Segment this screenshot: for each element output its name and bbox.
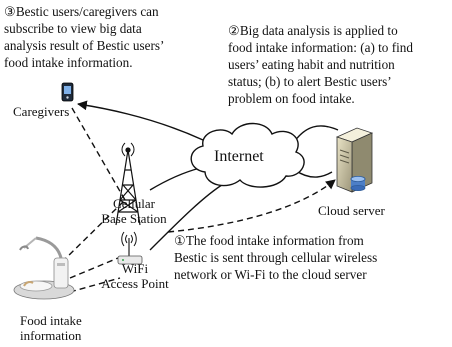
base-station-label-line: Base Station	[101, 211, 167, 226]
note-transmit-line: ①The food intake information from	[174, 233, 364, 248]
note-transmit-line: Bestic is sent through cellular wireless	[174, 250, 378, 265]
link-wifi-internet	[149, 182, 226, 251]
dashed-device-wifi	[69, 257, 119, 279]
wifi-label-line: WiFi	[121, 261, 149, 276]
note-analysis-line: ②Big data analysis is applied to	[228, 23, 398, 38]
note-subscribe: ③Bestic users/caregivers can subscribe t…	[4, 3, 164, 71]
dashed-device-tower	[61, 201, 124, 263]
wifi-label-line: Access Point	[101, 276, 169, 291]
dashed-wifi-server	[167, 179, 336, 233]
food-info-label-line: Food intake	[20, 313, 82, 328]
link-caregiver-cloud	[77, 100, 204, 141]
cloud-server-label: Cloud server	[318, 203, 385, 218]
note-analysis-line: food intake information: (a) to find	[228, 40, 413, 55]
food-info-label: Food intake information	[20, 313, 82, 343]
note-transmit-line: network or Wi-Fi to the cloud server	[174, 267, 367, 282]
dashed-wifi-device	[69, 277, 121, 293]
wifi-router-icon	[117, 231, 143, 265]
server-icon	[335, 127, 374, 193]
wifi-label: WiFi Access Point	[95, 261, 175, 291]
internet-label: Internet	[214, 148, 264, 165]
note-subscribe-line: ③Bestic users/caregivers can	[4, 4, 159, 19]
phone-icon	[61, 82, 74, 102]
note-subscribe-line: analysis result of Bestic users’	[4, 38, 165, 53]
note-analysis-line: users’ eating habit and nutrition	[228, 57, 395, 72]
note-subscribe-line: food intake information.	[4, 55, 133, 70]
cloud-icon	[190, 122, 305, 188]
note-analysis-line: problem on food intake.	[228, 91, 355, 106]
base-station-label: Cellular Base Station	[98, 196, 170, 226]
food-info-label-line: information	[20, 328, 82, 343]
note-analysis: ②Big data analysis is applied to food in…	[228, 22, 413, 107]
dashed-phone-tower	[71, 107, 126, 201]
note-analysis-line: status; (b) to alert Bestic users’	[228, 74, 392, 89]
cell-tower-icon	[115, 142, 141, 226]
link-tower-internet	[149, 167, 201, 191]
note-subscribe-line: subscribe to view big data	[4, 21, 142, 36]
base-station-label-line: Cellular	[113, 196, 155, 211]
bestic-device-icon	[13, 236, 75, 300]
caregivers-label: Caregivers	[13, 104, 70, 119]
link-internet-server	[291, 125, 339, 146]
note-transmit: ①The food intake information from Bestic…	[174, 232, 377, 283]
